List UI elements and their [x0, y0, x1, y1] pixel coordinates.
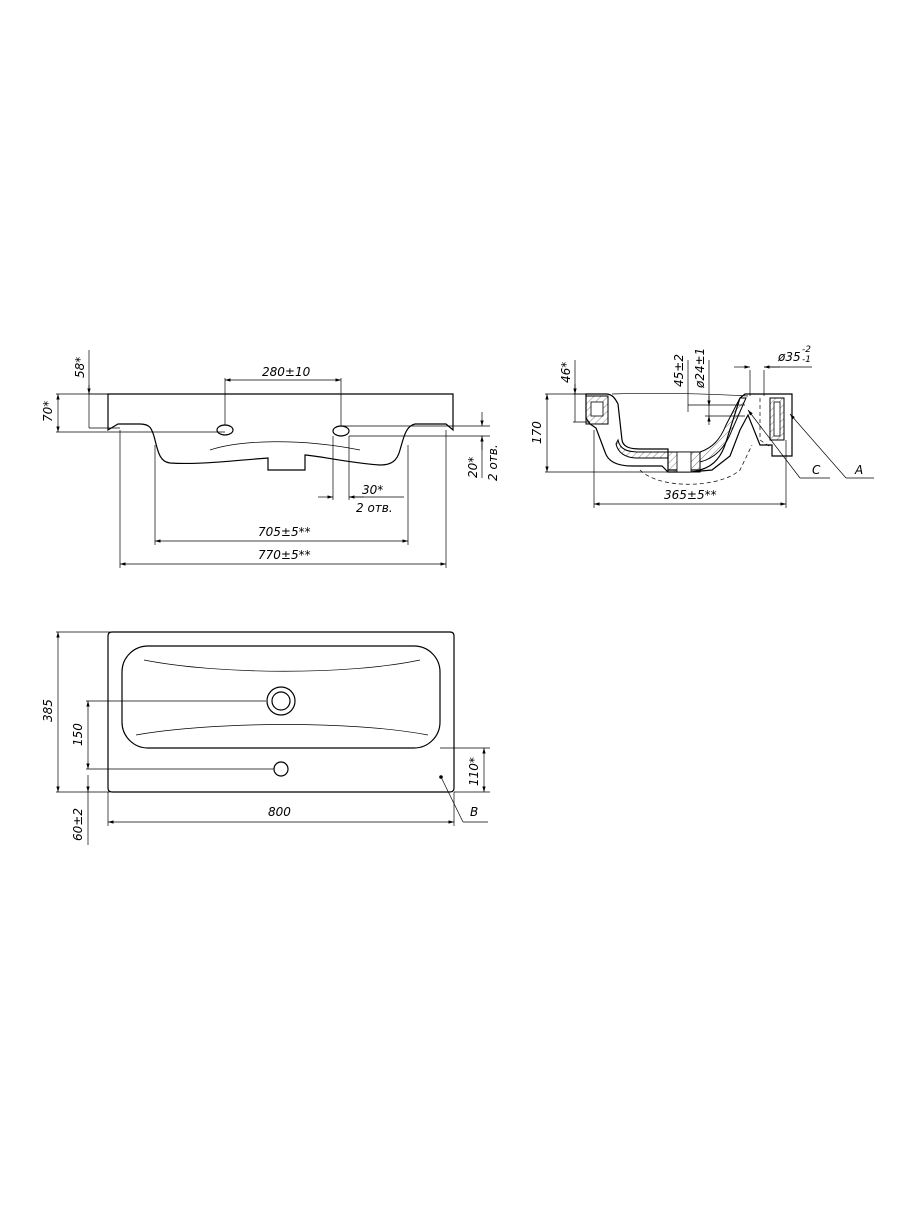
section-basin-inner [611, 393, 749, 397]
tap-hole-left [216, 424, 234, 436]
label-b: B [470, 805, 478, 819]
section-drain-hole [676, 451, 692, 473]
dim-70: 70* [41, 401, 55, 422]
dim-20: 20* [466, 457, 480, 478]
dim-110: 110* [467, 757, 481, 786]
plan-drain-inner [271, 691, 291, 711]
plan-drain-outer [266, 686, 296, 716]
dim-35-tol-lower: -1 [802, 355, 811, 365]
dim-800: 800 [268, 805, 291, 819]
section-hidden-line-2 [759, 398, 773, 449]
plan-outline [107, 631, 455, 793]
dim-24: ø24±1 [693, 348, 707, 389]
dim-770: 770±5** [258, 548, 311, 562]
tap-hole-right [332, 425, 350, 437]
plan-basin-curve-top [143, 659, 421, 672]
section-overflow-void [773, 401, 781, 437]
section-rim-void [590, 401, 604, 417]
dim-35: ø35 [777, 350, 801, 364]
dim-58: 58* [73, 357, 87, 378]
dim-280: 280±10 [262, 365, 311, 379]
dim-705: 705±5** [258, 525, 311, 539]
dim-365: 365±5** [664, 488, 717, 502]
label-c: C [812, 463, 821, 477]
dim-60: 60±2 [71, 808, 85, 841]
label-a: A [854, 463, 863, 477]
plan-tap-hole [273, 761, 289, 777]
plan-basin-curve-bottom [135, 724, 429, 736]
dim-46: 46* [559, 362, 573, 383]
section-outer-profile [585, 393, 793, 473]
section-wall-hatch [699, 397, 747, 463]
dim-30-count: 2 отв. [356, 501, 393, 515]
dim-150: 150 [71, 723, 85, 746]
front-view-outline [107, 393, 454, 471]
dim-45: 45±2 [672, 354, 686, 387]
section-hidden-line [639, 444, 753, 485]
dim-20-count: 2 отв. [486, 444, 500, 481]
front-basin-curve [209, 441, 361, 451]
dim-170: 170 [530, 421, 544, 444]
dim-385: 385 [41, 699, 55, 722]
dim-35-tol-upper: -2 [802, 345, 811, 355]
plan-view: 385 150 60±2 110* 800 B [41, 631, 490, 845]
section-view: 46* 170 45±2 ø24±1 ø35 -2 -1 365±5** [530, 345, 874, 508]
plan-basin [121, 645, 441, 749]
front-view: 58* 70* 280±10 30* 2 отв. 705±5** 770±5*… [41, 350, 500, 568]
dim-30: 30* [362, 483, 383, 497]
